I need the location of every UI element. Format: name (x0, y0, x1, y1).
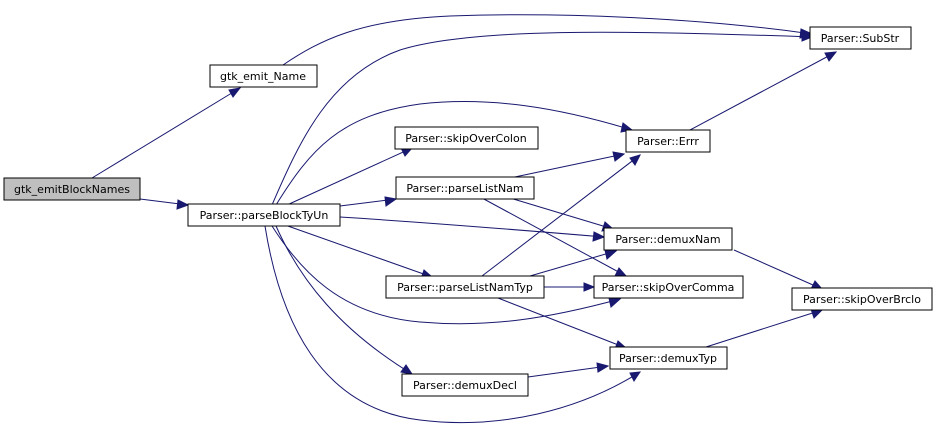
edge-parseBlockTyUn-to-skipOverColon (286, 147, 414, 206)
node-demuxDecl[interactable]: Parser::demuxDecl (401, 373, 529, 397)
edge-parseListNamTyp-to-Errr (481, 154, 641, 277)
node-Errr[interactable]: Parser::Errr (625, 129, 711, 153)
edge-gtk_emitBlockNames-to-parseBlockTyUn (139, 198, 190, 210)
edge-demuxNam-to-skipOverBrclo (733, 249, 824, 290)
node-label: Parser::parseListNam (406, 182, 523, 195)
node-skipOverComma[interactable]: Parser::skipOverComma (593, 275, 744, 299)
edge-demuxTyp-to-skipOverBrclo (705, 308, 824, 348)
node-gtk_emit_Name[interactable]: gtk_emit_Name (209, 64, 318, 88)
edge-parseBlockTyUn-to-demuxDecl (275, 225, 414, 375)
node-parseListNamTyp[interactable]: Parser::parseListNamTyp (385, 275, 545, 299)
edge-demuxDecl-to-demuxTyp (527, 362, 610, 378)
node-skipOverBrclo[interactable]: Parser::skipOverBrclo (791, 287, 933, 311)
edge-parseListNamTyp-to-demuxNam (529, 249, 618, 277)
node-label: gtk_emitBlockNames (14, 183, 130, 196)
edge-parseBlockTyUn-to-demuxNam (339, 216, 606, 242)
node-demuxNam[interactable]: Parser::demuxNam (603, 227, 733, 251)
edge-parseBlockTyUn-to-skipOverComma (271, 225, 622, 325)
node-label: Parser::parseBlockTyUn (200, 209, 329, 222)
node-skipOverColon[interactable]: Parser::skipOverColon (394, 126, 539, 150)
node-label: Parser::demuxNam (615, 233, 720, 246)
node-parseListNam[interactable]: Parser::parseListNam (395, 176, 535, 200)
node-label: Parser::skipOverComma (602, 281, 735, 294)
node-label: Parser::skipOverBrclo (803, 293, 921, 306)
edge-parseBlockTyUn-to-demuxTyp (264, 225, 642, 424)
node-demuxTyp[interactable]: Parser::demuxTyp (609, 346, 728, 370)
edge-parseListNamTyp-to-skipOverComma (544, 282, 596, 292)
edge-gtk_emitBlockNames-to-gtk_emit_Name (91, 87, 242, 179)
edge-gtk_emit_Name-to-SubStr (282, 14, 814, 66)
node-parseBlockTyUn[interactable]: Parser::parseBlockTyUn (187, 203, 341, 227)
edge-parseListNamTyp-to-demuxTyp (497, 297, 628, 350)
edge-Errr-to-SubStr (689, 51, 838, 131)
node-label: Parser::demuxTyp (619, 352, 717, 365)
node-label: Parser::SubStr (821, 32, 900, 45)
node-label: gtk_emit_Name (220, 70, 306, 83)
edge-parseListNam-to-Errr (509, 151, 626, 179)
node-label: Parser::parseListNamTyp (397, 281, 533, 294)
node-label: Parser::demuxDecl (413, 379, 517, 392)
node-gtk_emitBlockNames[interactable]: gtk_emitBlockNames (3, 177, 141, 201)
edge-parseBlockTyUn-to-SubStr (271, 31, 814, 206)
node-label: Parser::skipOverColon (405, 132, 526, 145)
node-SubStr[interactable]: Parser::SubStr (809, 26, 912, 50)
node-label: Parser::Errr (637, 135, 699, 148)
edge-parseBlockTyUn-to-parseListNam (339, 196, 398, 207)
